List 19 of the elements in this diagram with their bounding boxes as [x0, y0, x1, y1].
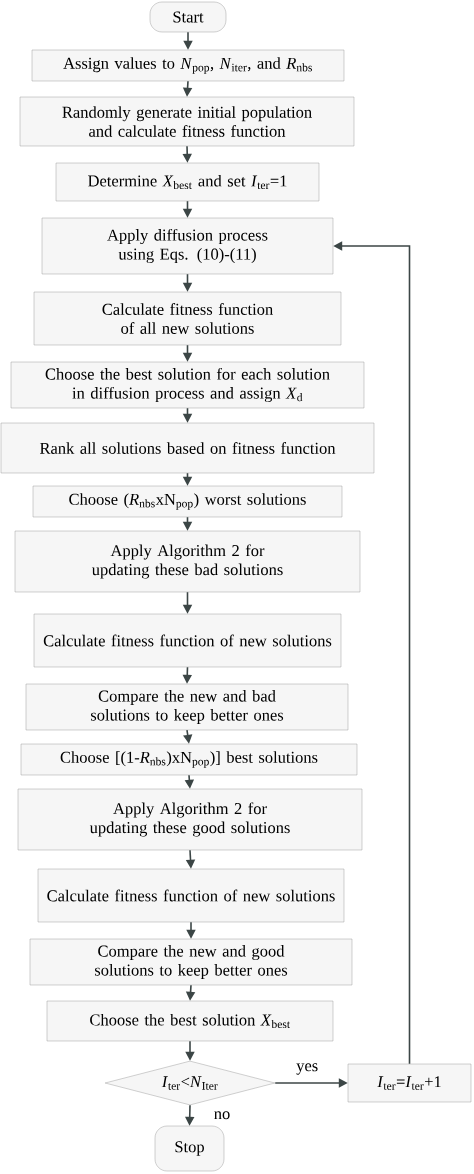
process-box: I$_{ter}$=I$_{ter}$+1	[347, 1063, 472, 1103]
process-box: Choose (R$_{nbs}$xN$_{pop}$) worst solutions	[32, 485, 343, 518]
process-box: Choose the best solution for each solution in diffusion process and assign X$_{d}$	[10, 361, 365, 409]
process-box: Choose the best solution X$_{best}$	[46, 1000, 334, 1042]
process-box: Assign values to N$_{pop}$, N$_{iter}$, and R$_{nbs}$	[31, 49, 345, 82]
process-box: Apply diffusion process using Eqs. (10)-(11)	[41, 217, 334, 275]
process-box: Determine X$_{best}$ and set I$_{ter}$=1	[55, 162, 320, 202]
edge-label: yes	[296, 1063, 318, 1075]
process-box: Randomly generate initial population and calculate fitness function	[19, 96, 355, 147]
process-box: Compare the new and bad solutions to keep better ones	[25, 683, 349, 731]
edge-label: no	[214, 1111, 230, 1120]
process-box: Apply Algorithm 2 for updating these bad solutions	[14, 530, 361, 593]
process-box: Apply Algorithm 2 for updating these good solutions	[17, 788, 363, 851]
process-box: Calculate fitness function of all new solutions	[33, 291, 342, 346]
process-box: Rank all solutions based on fitness function	[0, 422, 375, 474]
process-box: Choose [(1-R$_{nbs}$)xN$_{pop}$)] best solutions	[20, 743, 358, 776]
process-box: Compare the new and good solutions to keep better ones	[29, 938, 353, 986]
process-box: Calculate fitness function of new solutions	[37, 868, 345, 923]
process-box: Calculate fitness function of new solutions	[33, 613, 342, 668]
